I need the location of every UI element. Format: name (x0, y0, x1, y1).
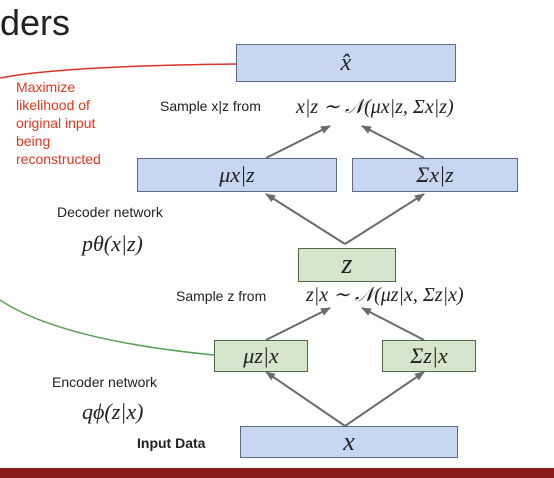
x-symbol: x (343, 427, 355, 456)
mu-z-symbol: μz|x (243, 343, 279, 368)
mu-z-node: μz|x (214, 340, 308, 372)
decoder-network-math: pθ(x|z) (82, 231, 143, 256)
reconstruction-annotation: Maximize likelihood of original input be… (16, 78, 101, 168)
arrow-mu-z-to-z (265, 307, 331, 341)
arrow-x-to-mu-z (265, 371, 346, 427)
x-hat-node: x̂ (236, 44, 456, 82)
input-data-label: Input Data (137, 435, 206, 451)
x-input-node: x (240, 426, 458, 458)
x-hat-symbol: x̂ (340, 49, 352, 76)
sigma-x-symbol: Σx|z (416, 162, 454, 187)
sigma-z-node: Σz|x (382, 340, 476, 372)
decoder-network-label: Decoder network (57, 204, 163, 220)
z-symbol: z (341, 249, 353, 280)
mu-x-symbol: μx|z (219, 162, 255, 187)
arrow-z-to-sigma-x (344, 193, 425, 245)
bottom-bar (0, 468, 554, 478)
sample-z-distribution: z|x ∼ 𝒩(μz|x, Σz|x) (306, 284, 464, 306)
z-node: z (298, 248, 396, 282)
slide-title: ders (0, 2, 71, 43)
arrow-x-to-sigma-z (344, 371, 425, 427)
annotation-line-5: reconstructed (16, 151, 101, 167)
arrow-sigma-z-to-z (361, 307, 425, 341)
arrow-z-to-mu-x (265, 193, 346, 245)
annotation-curve-red (0, 63, 237, 79)
mu-x-node: μx|z (137, 158, 337, 192)
annotation-line-1: Maximize (16, 79, 76, 95)
sample-z-label: Sample z from (176, 288, 267, 304)
encoder-network-math: qϕ(z|x) (82, 399, 144, 424)
annotation-curve-green (0, 299, 215, 356)
annotation-line-4: being (16, 133, 51, 149)
sigma-z-symbol: Σz|x (410, 343, 448, 368)
encoder-network-label: Encoder network (52, 374, 158, 390)
annotation-line-2: likelihood of (16, 97, 90, 113)
annotation-line-3: original input (16, 115, 96, 131)
arrow-sigma-x-to-x-hat (361, 125, 425, 159)
arrow-mu-x-to-x-hat (265, 125, 331, 159)
sample-x-label: Sample x|z from (160, 98, 261, 114)
sigma-x-node: Σx|z (352, 158, 518, 192)
sample-x-distribution: x|z ∼ 𝒩(μx|z, Σx|z) (296, 96, 454, 118)
